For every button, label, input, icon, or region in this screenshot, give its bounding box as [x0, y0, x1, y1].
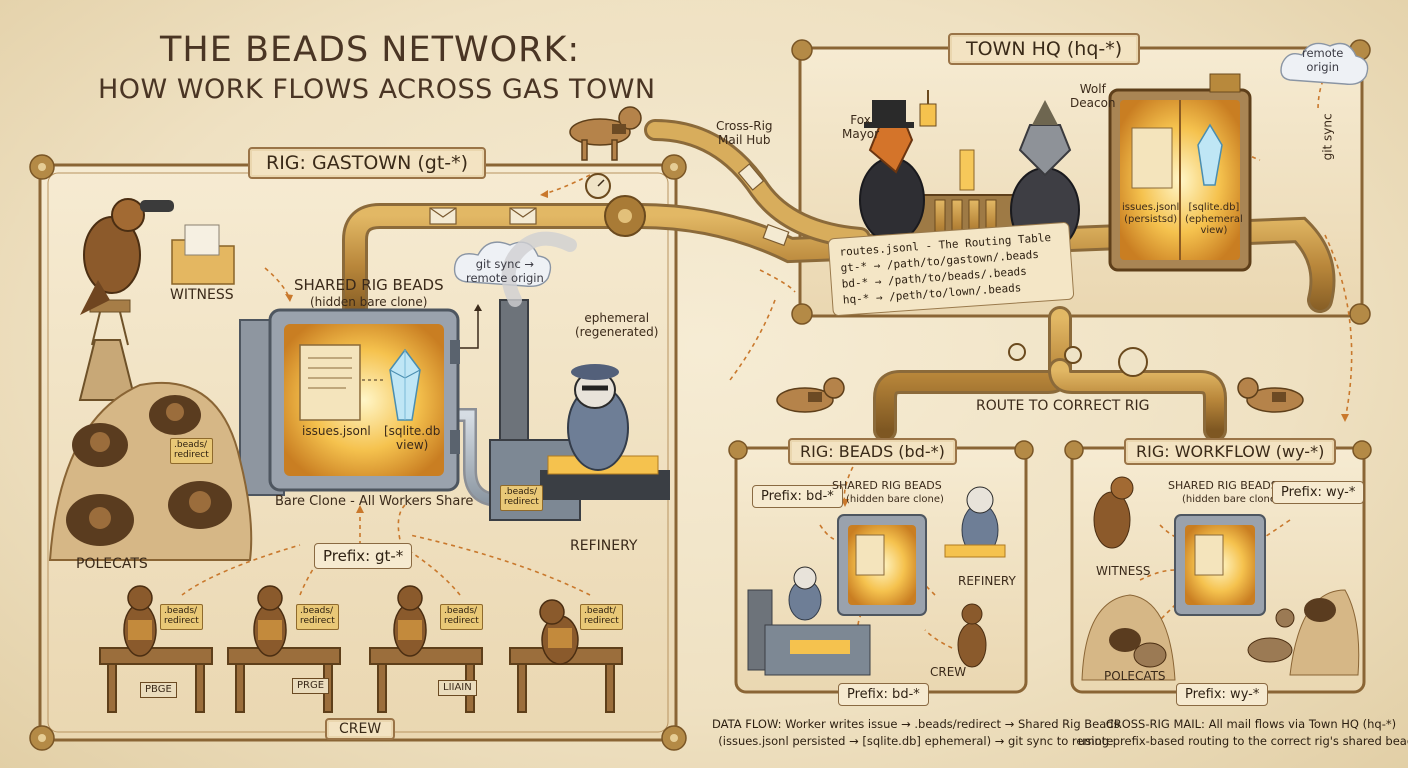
polecat-redirect-tag: .beads/ redirect [170, 438, 213, 464]
town-hq-banner: TOWN HQ (hq-*) [948, 33, 1141, 65]
bench-sign-1: PBGE [140, 682, 177, 698]
shared-rig-beads-title: SHARED RIG BEADS [294, 276, 444, 294]
fox-icon [859, 100, 925, 243]
workflow-prefix-bottom: Prefix: wy-* [1176, 683, 1269, 706]
beads-crew-otter [957, 603, 987, 668]
cross-rig-mail-footer: CROSS-RIG MAIL: All mail flows via Town … [1078, 716, 1408, 749]
cross-rig-mail-line-2: using prefix-based routing to the correc… [1078, 733, 1408, 748]
beads-prefix-top: Prefix: bd-* [752, 485, 843, 508]
beads-shared-title: SHARED RIG BEADS [832, 479, 942, 492]
hawk-icon [80, 198, 174, 315]
crew-redirect-tag-3: .beads/ redirect [440, 604, 483, 630]
git-sync-arrow [455, 310, 479, 349]
workflow-witness-label: WITNESS [1096, 564, 1151, 578]
refinery-redirect-tag: .beads/ redirect [500, 485, 543, 511]
hq-issues-label: issues.jsonl (persistsd) [1122, 202, 1180, 225]
hq-sqlite-label: [sqlite.db] (ephemeral view) [1185, 202, 1243, 236]
beads-rig-vault [837, 514, 927, 616]
git-sync-remote-label: git sync → remote origin [466, 257, 544, 285]
pipes [342, 119, 1336, 507]
workflow-prefix-top: Prefix: wy-* [1272, 481, 1365, 504]
crystal-icon [389, 348, 421, 421]
beads-crew-label: CREW [930, 665, 967, 679]
cross-rig-hub-label: Cross-Rig Mail Hub [716, 119, 773, 147]
hq-git-sync-label: git sync [1320, 113, 1335, 161]
gastown-prefix: Prefix: gt-* [314, 543, 413, 569]
workflow-polecats [1133, 608, 1295, 668]
data-flow-line-1: DATA FLOW: Worker writes issue → .beads/… [712, 717, 1120, 731]
issues-jsonl-label: issues.jsonl [302, 424, 371, 438]
scroll-icon [299, 344, 361, 421]
workflow-shared-title: SHARED RIG BEADS [1168, 479, 1278, 492]
polecats-label: POLECATS [76, 556, 148, 572]
beads-rig-banner: RIG: BEADS (bd-*) [788, 438, 957, 465]
workflow-rig-banner: RIG: WORKFLOW (wy-*) [1124, 438, 1337, 465]
witness-label: WITNESS [170, 287, 234, 303]
dog-courier-icon [569, 106, 1304, 413]
refinery-label: REFINERY [570, 538, 638, 554]
workflow-shared-sub: (hidden bare clone) [1182, 494, 1280, 505]
crew-redirect-tag-2: .beads/ redirect [296, 604, 339, 630]
crew-redirect-tag-4: .beadt/ redirect [580, 604, 623, 630]
page-subtitle: HOW WORK FLOWS ACROSS GAS TOWN [98, 74, 656, 105]
bench-sign-3: LIIAIN [438, 680, 477, 696]
pipe-gear [585, 173, 1148, 377]
ephemeral-label: ephemeral (regenerated) [575, 311, 659, 339]
workflow-polecats-label: POLECATS [1104, 669, 1166, 683]
crew-banner: CREW [325, 718, 396, 740]
workflow-vault [1174, 514, 1266, 616]
bare-clone-label: Bare Clone - All Workers Share [275, 494, 474, 509]
cross-rig-mail-line-1: CROSS-RIG MAIL: All mail flows via Town … [1105, 717, 1397, 731]
data-flow-line-2: (issues.jsonl persisted → [sqlite.db] ep… [718, 733, 1114, 748]
gastown-banner: RIG: GASTOWN (gt-*) [248, 147, 487, 179]
beads-prefix-bottom: Prefix: bd-* [838, 683, 929, 706]
shared-rig-beads-sub: (hidden bare clone) [310, 295, 428, 309]
beads-shared-sub: (hidden bare clone) [846, 494, 944, 505]
badger-icon [567, 364, 629, 471]
wolf-deacon-label: Wolf Deacon [1070, 82, 1116, 110]
fox-mayor-label: Fox Mayor [842, 113, 880, 141]
polecat-burrow [48, 381, 253, 561]
bench-sign-2: PRGE [292, 678, 330, 694]
page-title: THE BEADS NETWORK: [160, 30, 581, 70]
hq-remote-origin-label: remote origin [1302, 46, 1344, 74]
beads-badger [944, 486, 1006, 558]
data-flow-footer: DATA FLOW: Worker writes issue → .beads/… [712, 716, 1120, 749]
sqlite-view-label: [sqlite.db view) [384, 424, 441, 452]
mail-envelopes [429, 163, 790, 247]
crew-redirect-tag-1: .beads/ redirect [160, 604, 203, 630]
route-to-correct-rig-label: ROUTE TO CORRECT RIG [976, 398, 1150, 414]
refinery-machine [489, 231, 670, 521]
beads-refinery [747, 566, 871, 676]
workflow-hawk [1093, 476, 1134, 549]
beads-refinery-label: REFINERY [958, 574, 1016, 588]
folder-icon [171, 224, 235, 285]
